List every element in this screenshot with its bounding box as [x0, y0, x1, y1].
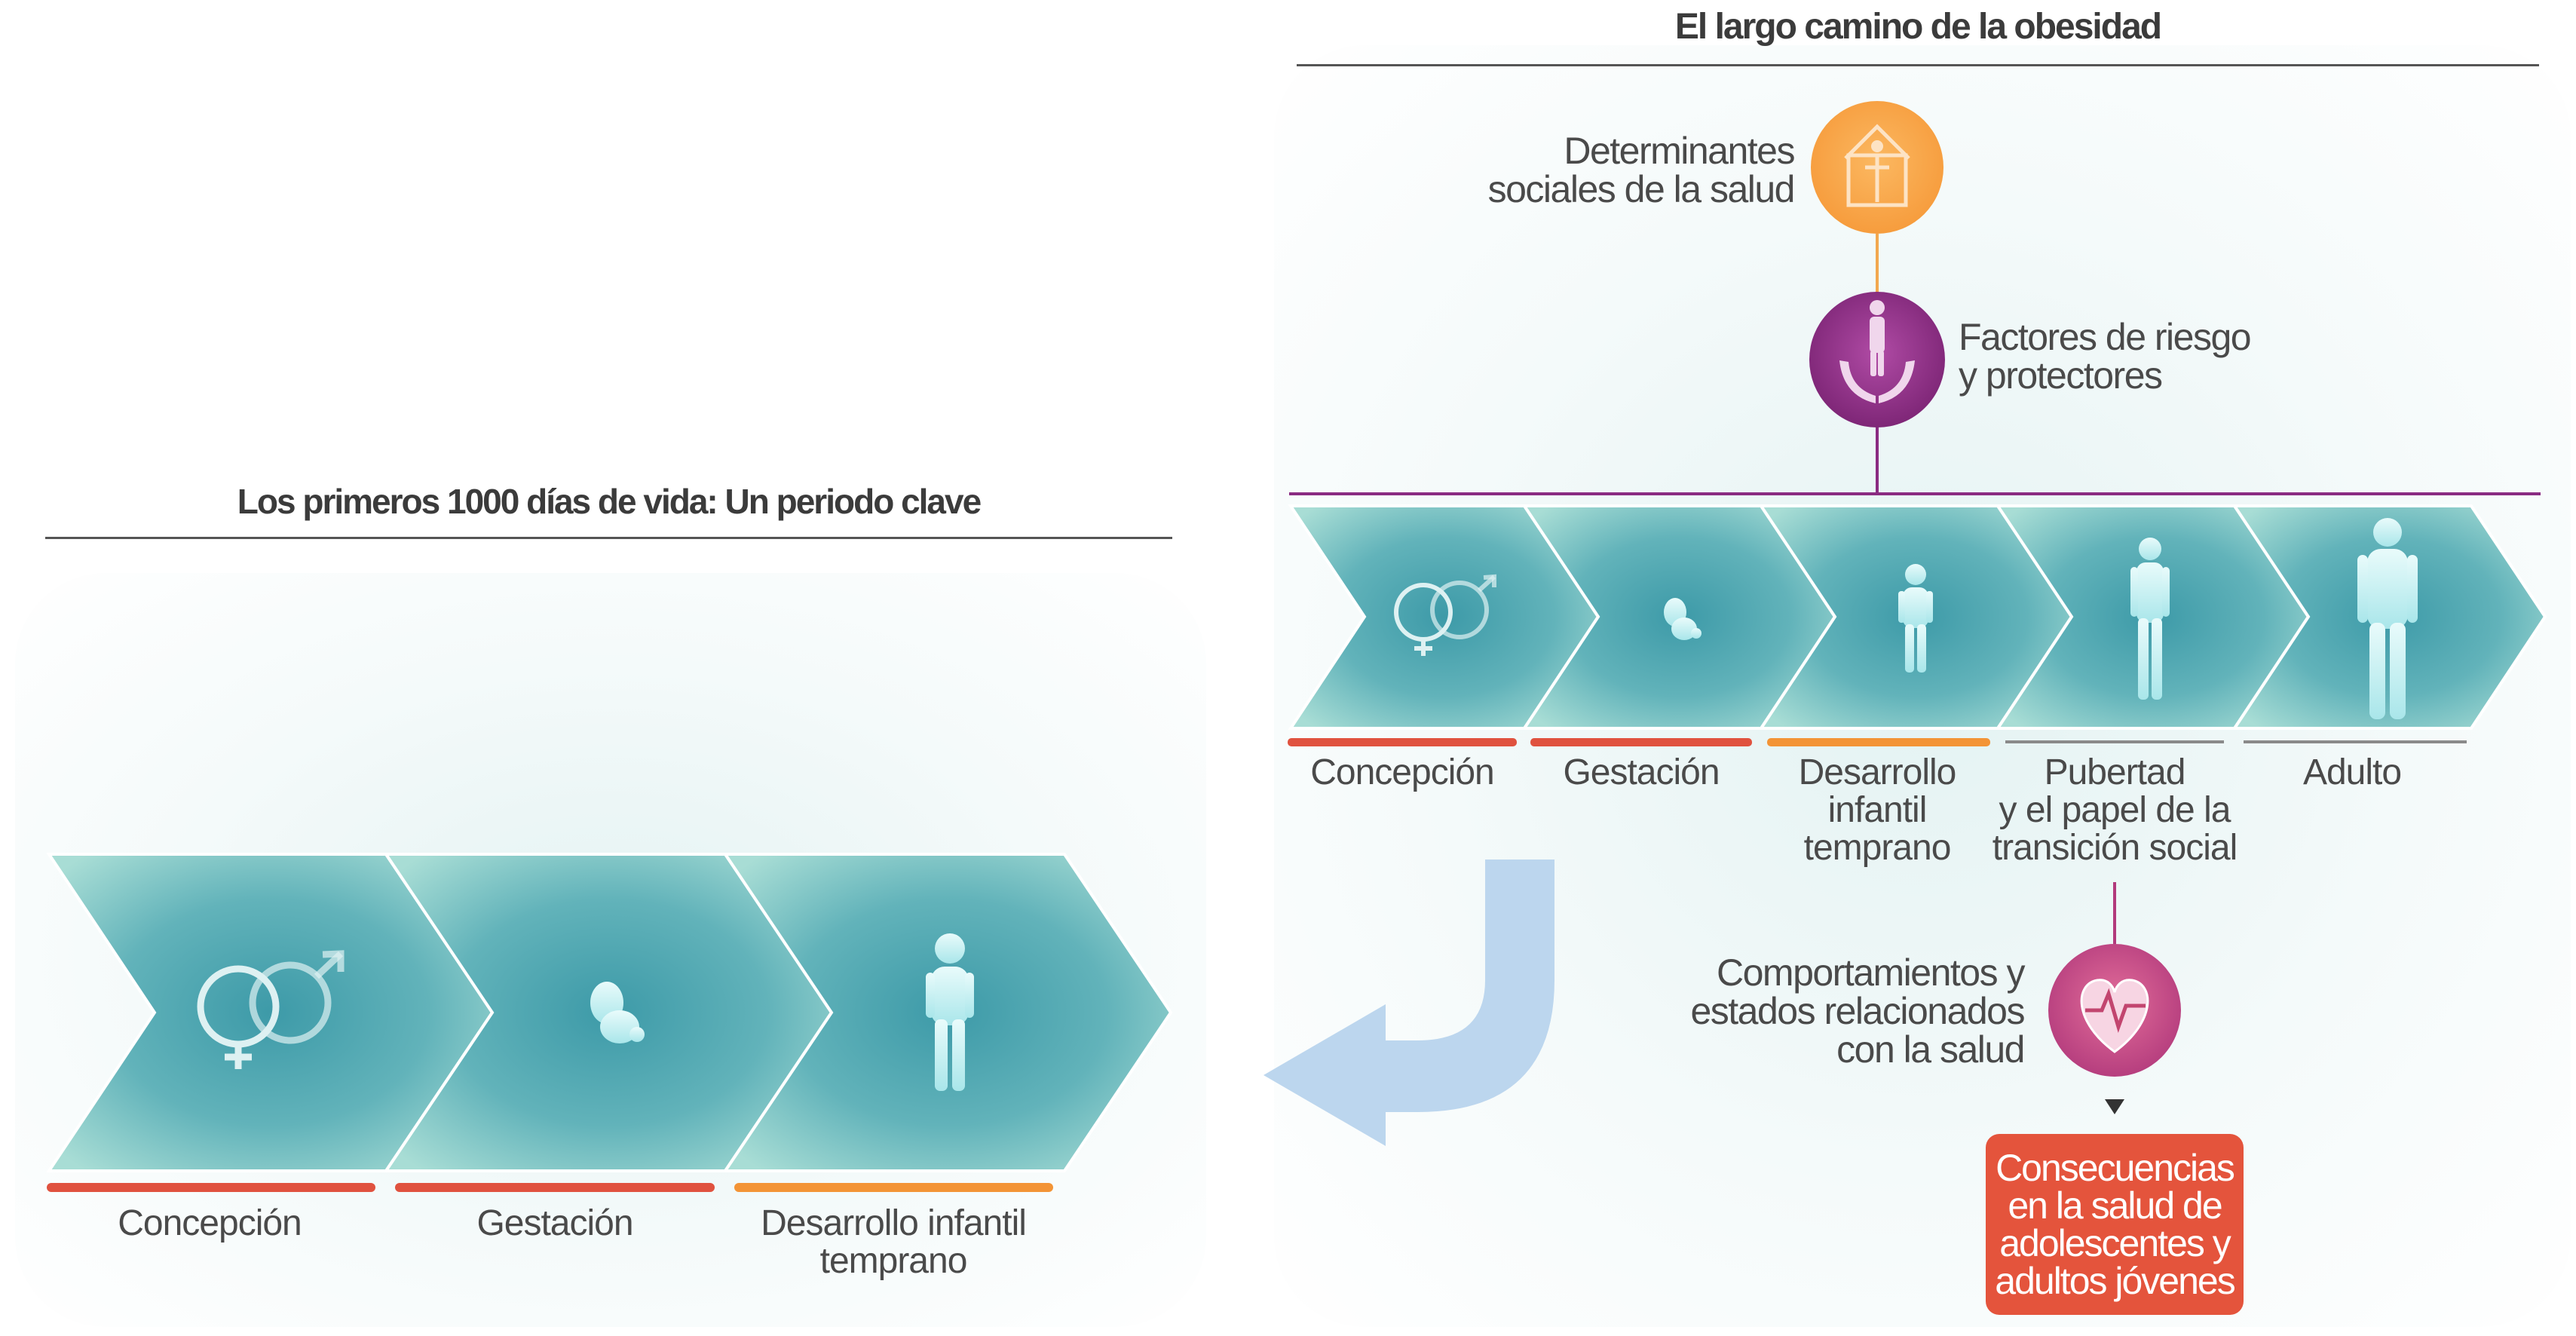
left-stage-label-2: Gestación: [476, 1203, 633, 1243]
house-person-icon: [1844, 124, 1910, 207]
right-stage-label-4: Pubertad y el papel de la transición soc…: [1992, 752, 2238, 868]
left-panel-title: Los primeros 1000 días de vida: Un perio…: [237, 482, 982, 521]
right-bar-gestacion: [1530, 738, 1752, 746]
left-bar-desarrollo: [734, 1183, 1053, 1192]
right-stage-label-1: Concepción: [1310, 752, 1495, 792]
hands-person-icon: [1839, 300, 1915, 403]
left-stage-label-3: Desarrollo infantil temprano: [761, 1203, 1027, 1281]
right-stage-label-5: Adulto: [2302, 752, 2402, 792]
behaviors-label: Comportamientos y estados relacionados c…: [1690, 951, 2025, 1071]
left-stage-label-1: Concepción: [118, 1203, 302, 1243]
adult-icon: [2357, 518, 2418, 719]
right-bar-pubertad: [2005, 740, 2224, 743]
child-icon: [926, 933, 974, 1091]
right-bar-adulto: [2244, 740, 2467, 743]
determinants-label: Determinantes sociales de la salud: [1487, 130, 1796, 210]
left-title-rule: [45, 537, 1172, 539]
consequences-box: Consecuencias en la salud de adolescente…: [1986, 1134, 2244, 1315]
fetus-icon: [590, 982, 645, 1043]
left-bar-concepcion: [47, 1183, 375, 1192]
gender-symbols-icon: [197, 950, 345, 1069]
return-arrow-icon: [1263, 860, 1554, 1146]
right-stage-label-2: Gestación: [1563, 752, 1720, 792]
right-stage-label-3: Desarrollo infantil temprano: [1798, 752, 1957, 868]
down-arrow-icon: [2105, 1099, 2124, 1114]
left-bar-gestacion: [395, 1183, 715, 1192]
factors-label: Factores de riesgo y protectores: [1959, 316, 2252, 397]
factors-circle: [1809, 292, 1945, 427]
heart-icon: [2080, 979, 2149, 1053]
gender-symbols-icon-right: [1394, 574, 1496, 656]
teen-icon: [2130, 538, 2170, 700]
right-title-rule: [1297, 64, 2539, 66]
right-bar-concepcion: [1288, 738, 1517, 746]
right-bar-desarrollo: [1767, 738, 1990, 746]
right-panel-title: El largo camino de la obesidad: [1674, 7, 2162, 47]
child-icon-right: [1898, 564, 1933, 673]
fetus-icon-right: [1664, 598, 1702, 640]
